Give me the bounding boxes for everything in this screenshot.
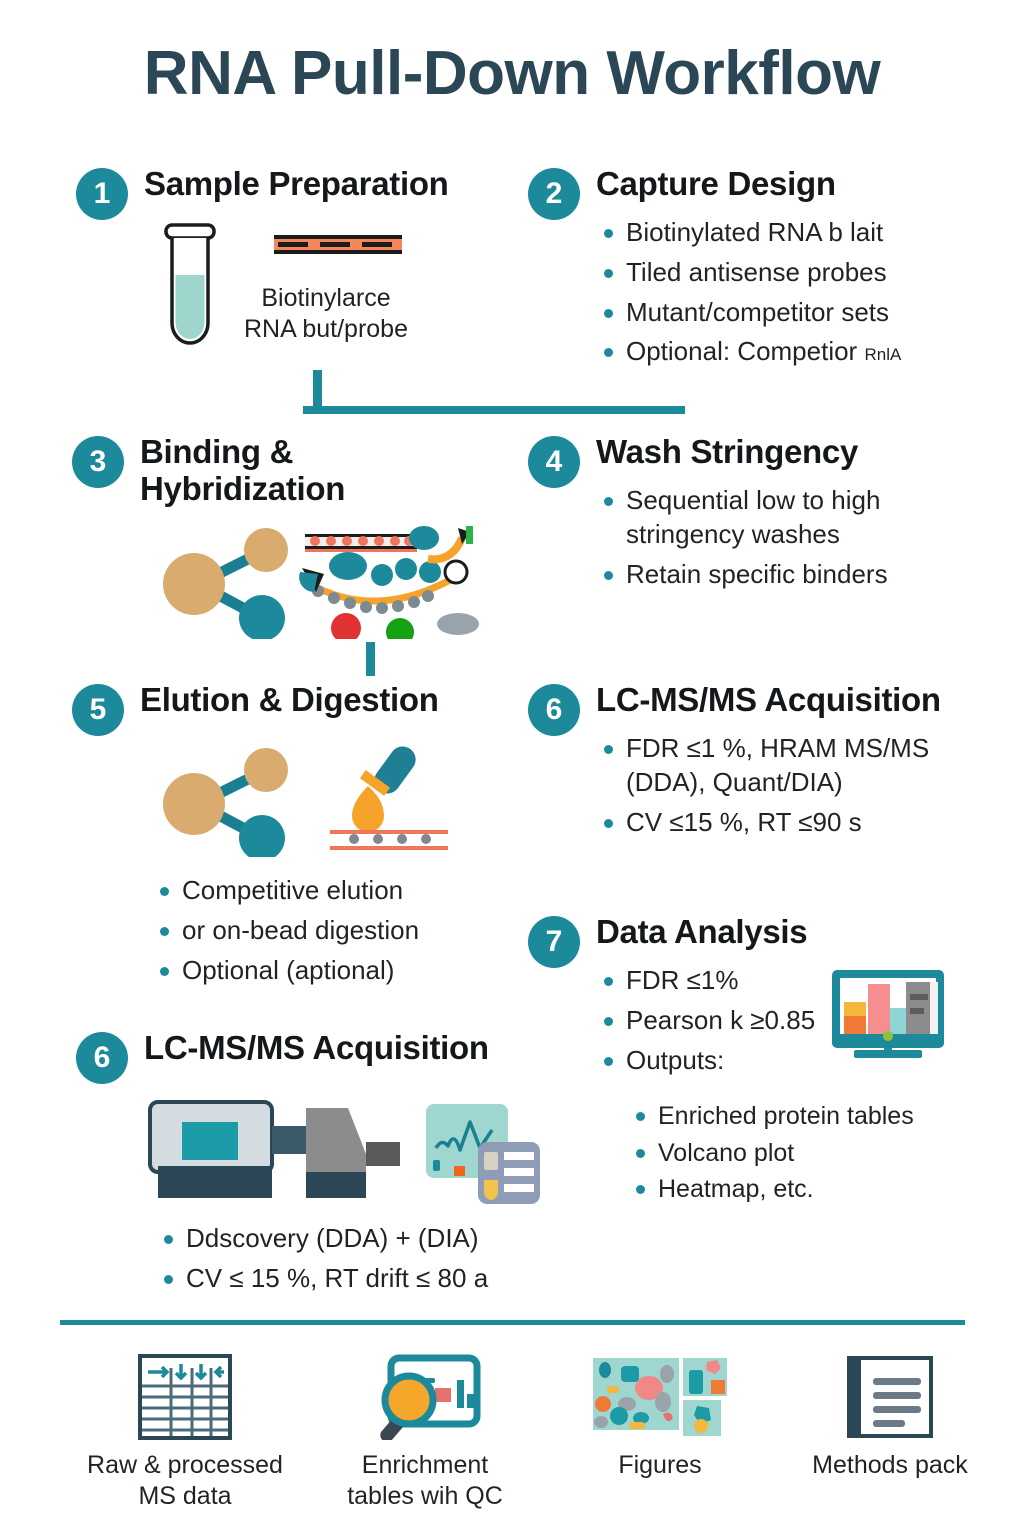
footer-item-enrichment-tables: Enrichment tables wih QC [300,1340,550,1511]
step-3-title: Binding & Hybridization [140,433,346,507]
step-5-illustration [150,742,480,857]
hybridization-complex-icon [299,526,479,639]
step-2-badge: 2 [528,168,580,220]
list-item: Biotinylated RNA b lait [600,216,1000,250]
footer-item-raw-ms-data: Raw & processed MS data [60,1340,310,1511]
footer-item-figures: Figures [540,1340,780,1481]
list-item: Competitive elution [156,874,536,908]
page-title: RNA Pull-Down Workflow [143,39,881,108]
list-item: Pearson k ≥0.85 [600,1004,890,1038]
footer-label: Raw & processed MS data [87,1451,283,1510]
step-7-sub-bullet-list: Enriched protein tables Volcano plot Hea… [632,1100,1002,1210]
list-item: Volcano plot [632,1137,1002,1170]
pipette-icon [330,746,448,850]
step-5-title: Elution & Digestion [140,681,439,718]
step-7-bullet-list: FDR ≤1% Pearson k ≥0.85 Outputs: [600,964,890,1083]
step-1-title: Sample Preparation [144,165,449,202]
step-6-title-lower: LC-MS/MS Acquisition [144,1029,489,1066]
analysis-monitor-icon [828,968,948,1060]
table-icon [60,1340,310,1440]
step-1-illustration [146,223,466,353]
test-tube-icon [164,223,216,345]
step-4-badge: 4 [528,436,580,488]
step-7-badge: 7 [528,916,580,968]
biotinylated-probe-icon [274,235,402,254]
footer-item-methods-pack: Methods pack [770,1340,1010,1481]
step-2-bullet-list: Biotinylated RNA b lait Tiled antisense … [600,216,1000,375]
connector-horizontal-top [303,406,685,414]
list-item: CV ≤15 %, RT ≤90 s [600,806,1000,840]
list-item: FDR ≤1 %, HRAM MS/MS (DDA), Quant/DIA) [600,732,1000,800]
step-3-badge: 3 [72,436,124,488]
list-item: Sequential low to high stringency washes [600,484,995,552]
magnifier-chart-icon [300,1340,550,1440]
step-6-bullet-list-lower: Ddscovery (DDA) + (DIA) CV ≤ 15 %, RT dr… [160,1222,580,1302]
bead-network-icon [163,528,288,639]
step-7-title: Data Analysis [596,913,808,950]
step-5-bullet-list: Competitive elution or on-bead digestion… [156,874,536,993]
list-item: FDR ≤1% [600,964,890,998]
list-item: Ddscovery (DDA) + (DIA) [160,1222,580,1256]
list-item: Optional (aptional) [156,954,536,988]
footer-label: Enrichment tables wih QC [347,1451,503,1510]
footer-label: Figures [618,1451,702,1479]
list-item: CV ≤ 15 %, RT drift ≤ 80 a [160,1262,580,1296]
list-item: Outputs: [600,1044,890,1078]
step-1-badge: 1 [76,168,128,220]
footer-label: Methods pack [812,1451,968,1479]
step-3-illustration [150,524,550,639]
step-6-bullet-list-right: FDR ≤1 %, HRAM MS/MS (DDA), Quant/DIA) C… [600,732,1000,845]
list-item-text: Optional: Competior [626,336,858,367]
list-item: or on-bead digestion [156,914,536,948]
list-item: Heatmap, etc. [632,1173,1002,1206]
connector-vertical-mid [366,642,375,676]
figures-icon [540,1340,780,1440]
list-item: Tiled antisense probes [600,256,1000,290]
step-2-title: Capture Design [596,165,836,202]
list-item: Mutant/competitor sets [600,296,1000,330]
step-6-badge-right: 6 [528,684,580,736]
step-6-illustration [148,1094,548,1214]
step-1-caption: Biotinylarce RNA but/probe [244,284,408,343]
step-5-badge: 5 [72,684,124,736]
list-item-tail: RnlA [864,345,902,365]
list-item: Optional: Competior RnlA [600,335,1000,369]
list-item: Retain specific binders [600,558,995,592]
report-card-icon [478,1142,540,1204]
list-item: Enriched protein tables [632,1100,1002,1133]
step-4-title: Wash Stringency [596,433,858,470]
step-6-title-right: LC-MS/MS Acquisition [596,681,941,718]
footer-divider [60,1320,965,1325]
connector-vertical-top [313,370,322,412]
step-4-bullet-list: Sequential low to high stringency washes… [600,484,995,597]
document-icon [770,1340,1010,1440]
mass-spectrometer-icon [148,1100,400,1198]
step-6-badge-lower: 6 [76,1032,128,1084]
bead-network-icon [163,748,288,857]
